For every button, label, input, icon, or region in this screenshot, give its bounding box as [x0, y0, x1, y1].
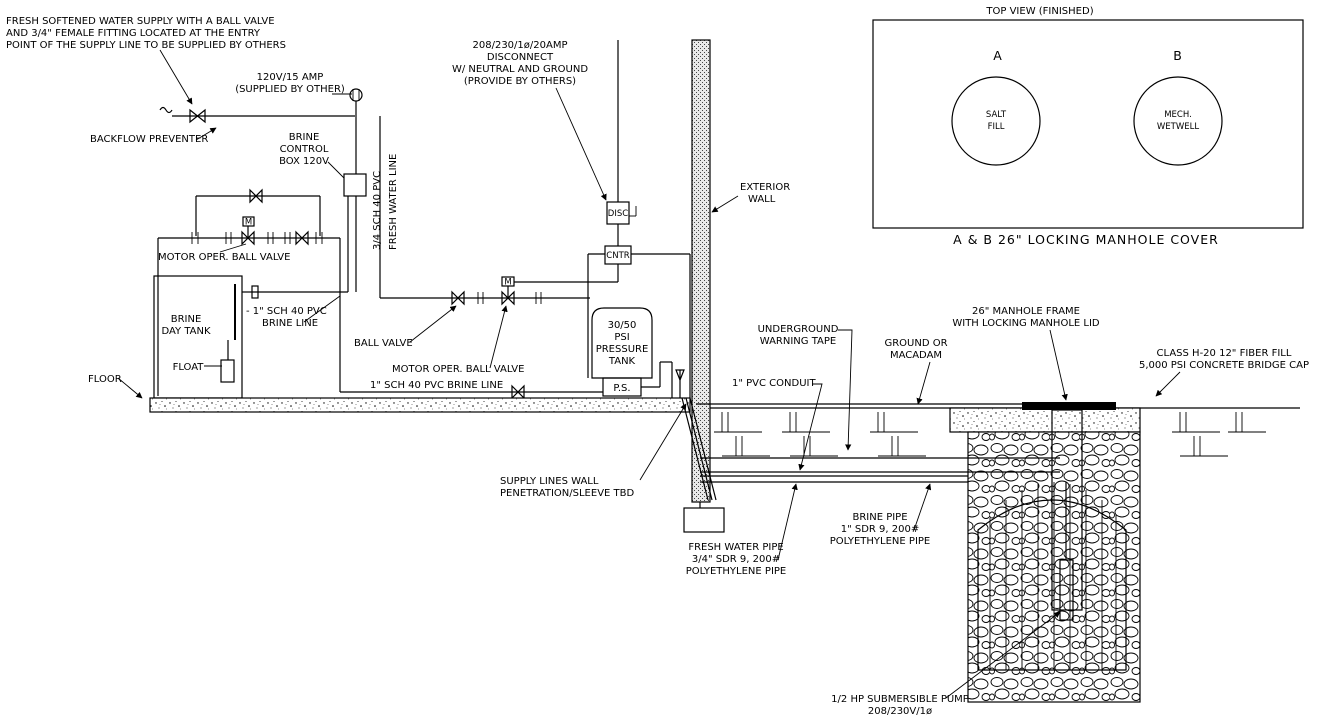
disconnect-label: 208/230/1ø/20AMP: [473, 40, 568, 51]
fresh-pipe-label: 3/4" SDR 9, 200#: [692, 554, 780, 565]
salt-fill-label: SALT: [986, 110, 1007, 120]
fresh-line-label: 3/4 SCH 40 PVC: [372, 171, 383, 250]
brine-pipe-label: 1" SDR 9, 200#: [841, 524, 920, 535]
power-120-label: (SUPPLIED BY OTHER): [235, 84, 345, 95]
pump-label: 1/2 HP SUBMERSIBLE PUMP: [831, 694, 969, 705]
wall-penetration-label: PENETRATION/SLEEVE TBD: [500, 488, 635, 499]
svg-text:POINT OF THE SUPPLY LINE TO BE: POINT OF THE SUPPLY LINE TO BE SUPPLIED …: [6, 40, 286, 51]
supply-line: [159, 106, 355, 124]
disconnect-label: W/ NEUTRAL AND GROUND: [452, 64, 588, 75]
warning-tape-label: WARNING TAPE: [760, 336, 837, 347]
exterior-wall-label: WALL: [748, 194, 776, 205]
brine-return-line: [340, 361, 685, 400]
ground-label: MACADAM: [890, 350, 942, 361]
brine-line-long-label: 1" SCH 40 PVC BRINE LINE: [370, 380, 503, 391]
svg-text:FRESH SOFTENED WATER SUPPLY WI: FRESH SOFTENED WATER SUPPLY WITH A BALL …: [6, 16, 275, 27]
brine-control-box: [252, 88, 367, 293]
top-view-frame: [872, 19, 1304, 229]
motor-valve-label-1: MOTOR OPER. BALL VALVE: [158, 252, 290, 263]
brine-pipe-label: POLYETHYLENE PIPE: [830, 536, 931, 547]
svg-text:AND 3/4" FEMALE FITTING LOCATE: AND 3/4" FEMALE FITTING LOCATED AT THE E…: [6, 28, 261, 39]
manhole-frame-label: 26" MANHOLE FRAME: [972, 306, 1080, 317]
fresh-water-valve-train: M: [451, 276, 600, 306]
pvc-conduit-label: 1" PVC CONDUIT: [732, 378, 816, 389]
supply-note: FRESH SOFTENED WATER SUPPLY WITH A BALL …: [6, 16, 286, 105]
pump-label: 208/230V/1ø: [868, 706, 932, 717]
manhole-frame-label: WITH LOCKING MANHOLE LID: [952, 318, 1100, 329]
submersible-pump: [1059, 559, 1074, 621]
brine-pipe-label: BRINE PIPE: [852, 512, 907, 523]
svg-text:CNTR: CNTR: [606, 251, 629, 261]
class-h20-label: 5,000 PSI CONCRETE BRIDGE CAP: [1139, 360, 1309, 371]
exterior-wall-label: EXTERIOR: [740, 182, 790, 193]
brine-control-label: CONTROL: [280, 144, 329, 155]
brine-day-tank-label: DAY TANK: [161, 326, 211, 337]
brine-line-short-label: - 1" SCH 40 PVC: [246, 306, 327, 317]
salt-fill-label: FILL: [988, 122, 1005, 132]
fresh-line-label: FRESH WATER LINE: [388, 154, 399, 250]
wall-penetration-label: SUPPLY LINES WALL: [500, 476, 599, 487]
power-120-label: 120V/15 AMP: [257, 72, 324, 83]
float-label: FLOAT: [173, 362, 205, 373]
brine-control-label: BRINE: [289, 132, 320, 143]
top-view-letter-b: B: [1173, 48, 1183, 63]
salt-fill-cover: [951, 76, 1041, 166]
svg-text:M: M: [245, 218, 252, 228]
ground-label: GROUND OR: [884, 338, 947, 349]
backflow-label: BACKFLOW PREVENTER: [90, 134, 208, 145]
disconnect-label: DISCONNECT: [487, 52, 554, 63]
brine-valve-manifold: M: [157, 188, 341, 396]
top-view-letter-a: A: [993, 48, 1003, 63]
wetwell-label: MECH.: [1164, 110, 1192, 120]
ball-valve-label: BALL VALVE: [354, 338, 413, 349]
stone-fill-pit: [967, 409, 1141, 703]
floor-label: FLOOR: [88, 374, 122, 385]
brine-day-tank: [153, 275, 259, 399]
wetwell-label: WETWELL: [1157, 122, 1199, 132]
brine-line-short-label: BRINE LINE: [262, 318, 318, 329]
concrete-bridge-cap: [949, 407, 1141, 433]
motor-valve-label-2: MOTOR OPER. BALL VALVE: [392, 364, 524, 375]
floor-slab: [149, 397, 691, 413]
top-view-caption: A & B 26" LOCKING MANHOLE COVER: [953, 232, 1219, 247]
electrical-panel: DISC CNTR: [587, 40, 691, 398]
fresh-pipe-label: POLYETHYLENE PIPE: [686, 566, 787, 577]
svg-text:M: M: [504, 278, 511, 288]
disconnect-label: (PROVIDE BY OTHERS): [464, 76, 576, 87]
pressure-tank-label: 30/50: [608, 320, 637, 331]
pressure-tank-label: PSI: [614, 332, 629, 343]
top-view: TOP VIEW (FINISHED) A B SALT FILL MECH. …: [872, 6, 1304, 247]
pressure-tank-label: TANK: [608, 356, 636, 367]
class-h20-label: CLASS H-20 12" FIBER FILL: [1157, 348, 1292, 359]
svg-text:DISC: DISC: [608, 209, 628, 219]
brine-control-label: BOX 120V: [279, 156, 329, 167]
warning-tape-label: UNDERGROUND: [758, 324, 839, 335]
exterior-wall: [691, 39, 711, 503]
soil-symbols: [714, 412, 1266, 457]
pressure-tank-label: PRESSURE: [596, 344, 649, 355]
wetwell-cover: [1133, 76, 1223, 166]
fresh-pipe-label: FRESH WATER PIPE: [688, 542, 783, 553]
wall-footing: [683, 507, 725, 533]
wall-penetration-lines: [681, 397, 1070, 501]
manhole-lid: [1022, 402, 1116, 410]
brine-day-tank-label: BRINE: [171, 314, 202, 325]
svg-text:P.S.: P.S.: [613, 383, 630, 394]
top-view-title: TOP VIEW (FINISHED): [985, 6, 1093, 17]
